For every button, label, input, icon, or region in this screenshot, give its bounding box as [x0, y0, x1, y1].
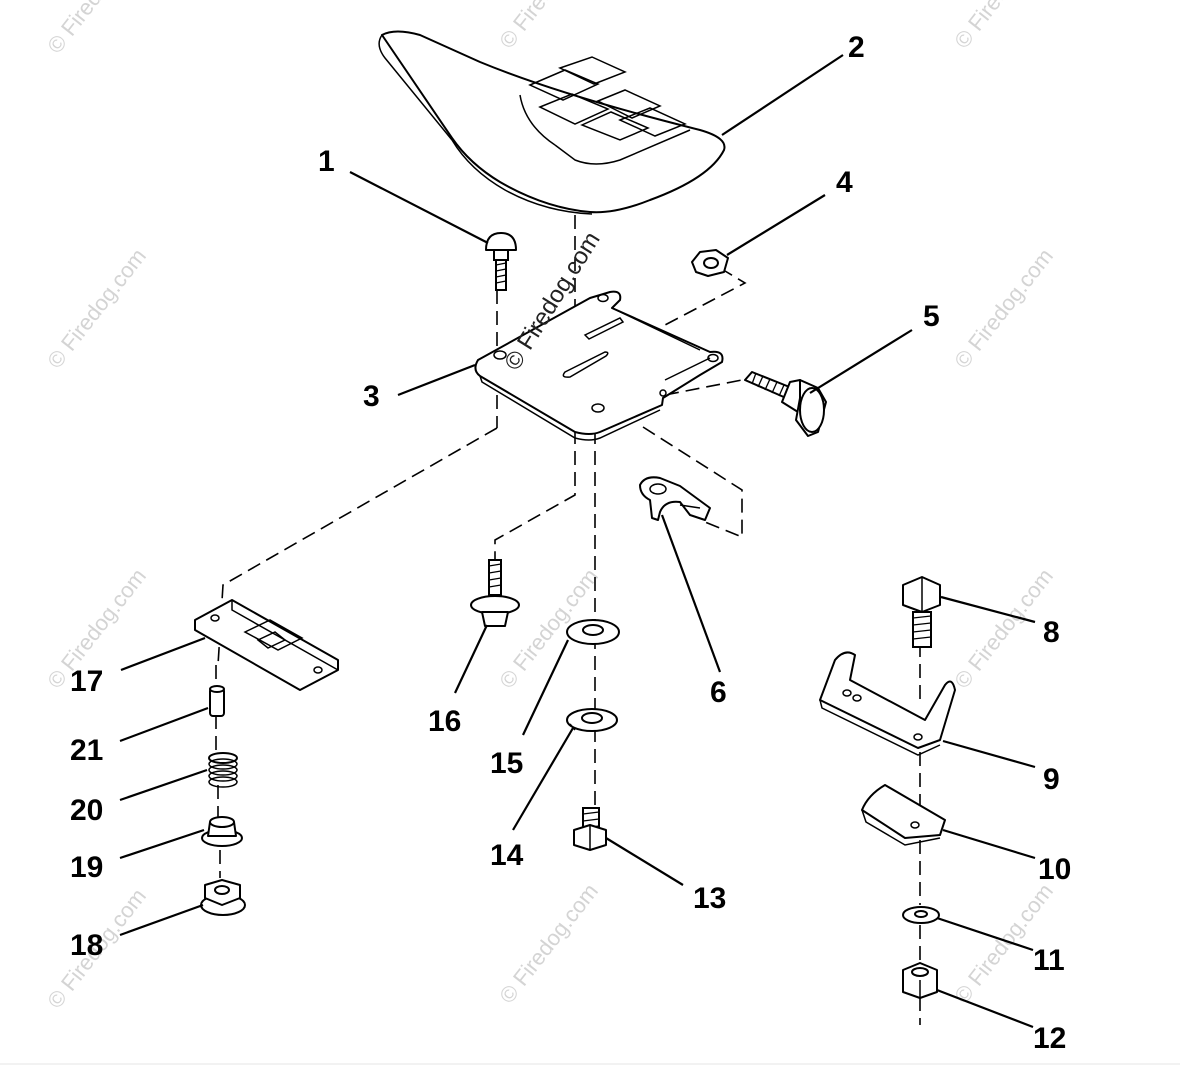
hex-bolt-13-part: [573, 807, 607, 851]
callout-17: 17: [70, 665, 103, 698]
callout-2: 2: [848, 31, 865, 64]
lock-nut-part: [902, 962, 938, 999]
callout-15: 15: [490, 747, 523, 780]
seat-plate-part: [474, 290, 724, 441]
callout-5: 5: [923, 300, 940, 333]
cap-part: [201, 816, 243, 847]
callout-16: 16: [428, 705, 461, 738]
callout-labels: 1 2 3 4 5 6 8 9 10 11 12 13 14 15 16 17 …: [70, 31, 1071, 1055]
callout-13: 13: [693, 882, 726, 915]
watermark: © Firedog.com: [42, 244, 151, 373]
lock-washer-part: [566, 708, 618, 732]
bracket-part: [819, 651, 956, 756]
spring-part: [208, 752, 238, 788]
callout-8: 8: [1043, 616, 1060, 649]
callout-19: 19: [70, 851, 103, 884]
watermark: © Firedog.com: [494, 879, 603, 1008]
washer-11-part: [902, 906, 940, 924]
callout-3: 3: [363, 380, 380, 413]
callout-10: 10: [1038, 853, 1071, 886]
callout-18: 18: [70, 929, 103, 962]
callout-1: 1: [318, 145, 335, 178]
watermark: © Firedog.com: [949, 0, 1058, 53]
callout-14: 14: [490, 839, 524, 872]
flat-washer-part: [566, 619, 620, 645]
callout-12: 12: [1033, 1022, 1066, 1055]
hex-bolt-part: [744, 371, 827, 437]
leader-lines: [119, 54, 1036, 1029]
callout-11: 11: [1033, 944, 1065, 977]
pin-part: [209, 685, 225, 717]
latch-plate-part: [194, 599, 339, 691]
watermark: © Firedog.com: [42, 0, 151, 58]
watermark: © Firedog.com: [494, 0, 603, 53]
callout-20: 20: [70, 794, 103, 827]
clip-part: [639, 476, 711, 521]
shoulder-bolt-part: [470, 559, 520, 627]
hex-nut-part: [691, 249, 729, 277]
callout-4: 4: [836, 166, 853, 199]
callout-6: 6: [710, 676, 727, 709]
cap-screw-part: [902, 576, 941, 648]
flange-nut-part: [200, 879, 246, 916]
watermark: © Firedog.com: [949, 244, 1058, 373]
carriage-bolt-part: [485, 232, 517, 291]
watermark: © Firedog.com: [949, 564, 1058, 693]
seat-part: [378, 30, 726, 215]
curved-plate-part: [861, 784, 946, 846]
callout-21: 21: [70, 734, 103, 767]
callout-9: 9: [1043, 763, 1060, 796]
